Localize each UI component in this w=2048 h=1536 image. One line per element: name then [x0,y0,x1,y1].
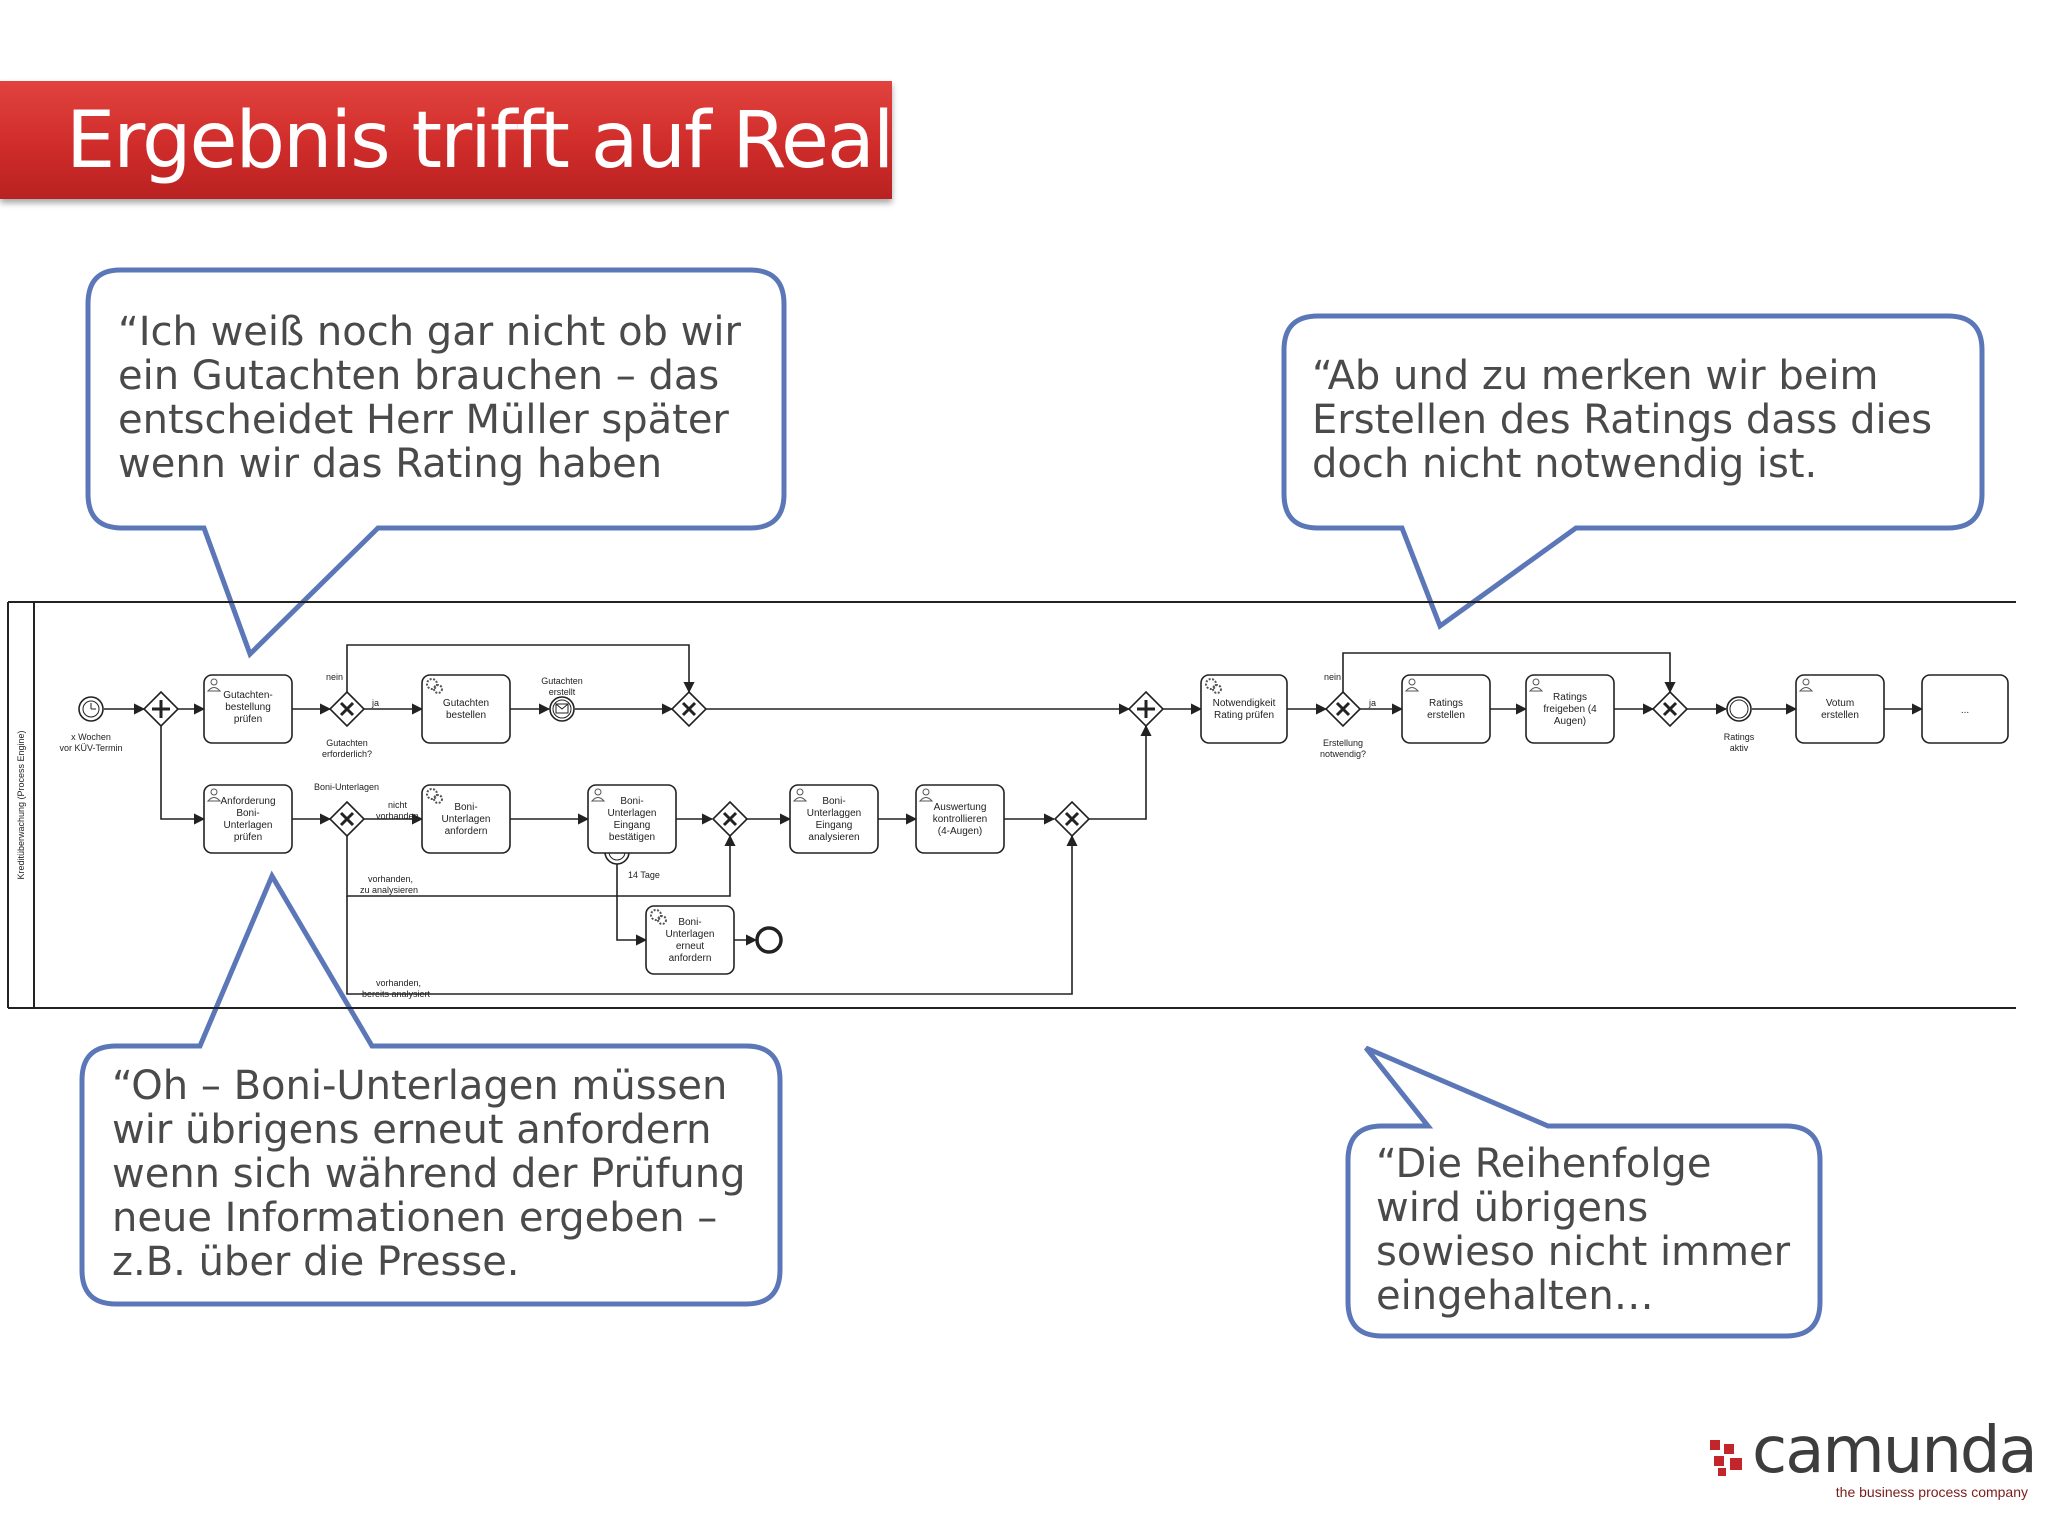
label-ja-2: ja [1368,698,1376,708]
user-task-icon [206,678,222,692]
start-timer-event [78,696,104,722]
camunda-logo-mark [1710,1440,1742,1476]
label-vorhanden-analysiert: vorhanden,bereits analysiert [362,978,431,999]
user-task-icon [1528,678,1544,692]
gateway-auswertung-join [1053,800,1091,838]
callout-text-bottom-right: “Die Reihenfolge wird übrigens sowieso n… [1376,1141,1791,1319]
user-task-icon [1798,678,1814,692]
gateway-analyse-join [711,800,749,838]
service-task-icon [426,678,443,694]
callout-bubble-bottom-left [79,870,783,1307]
svg-text:...: ... [1961,705,1969,716]
end-event [755,926,783,954]
user-task-icon [918,788,934,802]
callout-bubble-top-right [1281,313,1985,630]
gateway-erstellung-notwendig [1324,690,1362,728]
label-nein-1: nein [326,672,343,682]
service-task-icon [650,909,667,925]
gateway-parallel-split [142,690,180,728]
camunda-logo: camunda the business process company [1708,1414,2038,1500]
gateway-parallel-join [1127,690,1165,728]
sequence-flows [104,644,1924,995]
gateway-ratings-join [1651,690,1689,728]
service-task-icon [426,788,443,804]
task-ellipsis: ... [1921,674,2009,744]
label-vorhanden-analysieren: vorhanden,zu analysieren [360,874,418,895]
gateway-boni-unterlagen [328,800,366,838]
user-task-icon [206,788,222,802]
title-banner [0,81,892,199]
service-task-icon [1205,678,1222,694]
gateway-gutachten-join [670,690,708,728]
callout-text-top-left: “Ich weiß noch gar nicht ob wir ein Guta… [118,309,741,487]
callout-bubble-top-left [85,267,787,659]
user-task-icon [590,788,606,802]
label-14-tage: 14 Tage [628,870,660,880]
pool: Kreditüberwachung (Process Engine) [7,601,2016,1009]
logo-tagline: the business process company [1835,1484,2028,1500]
user-task-icon [792,788,808,802]
label-boni-unterlagen: Boni-Unterlagen [314,782,379,792]
page-title: Ergebnis trifft auf Realität [66,96,1017,186]
gateway-gutachten-erforderlich [328,690,366,728]
user-task-icon [1404,678,1420,692]
callout-bubble-bottom-right [1345,1045,1823,1339]
label-ja-1: ja [371,698,379,708]
callout-text-top-right: “Ab und zu merken wir beim Erstellen des… [1312,353,1933,487]
intermediate-message-event [549,696,575,722]
pool-label: Kreditüberwachung (Process Engine) [16,730,26,879]
intermediate-event-ratings-aktiv [1726,696,1752,722]
callout-text-bottom-left: “Oh – Boni-Unterlagen müssen wir übrigen… [112,1063,746,1285]
logo-wordmark: camunda [1752,1414,2038,1488]
label-nein-2: nein [1324,672,1341,682]
